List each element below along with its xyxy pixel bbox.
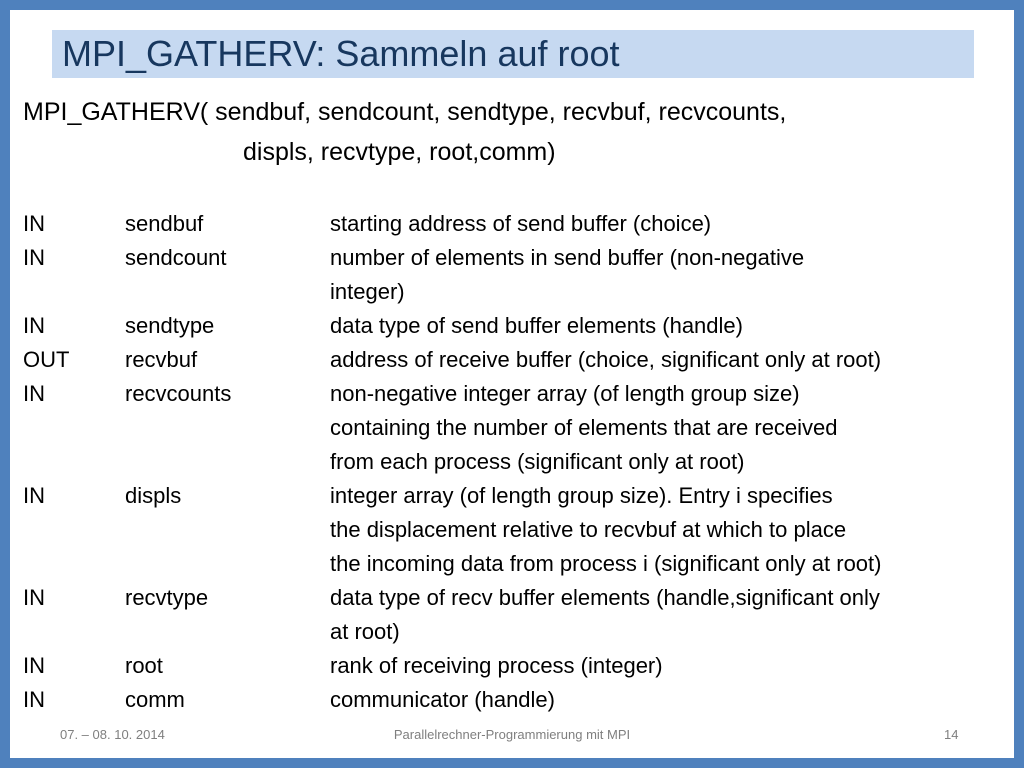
page-number: 14 xyxy=(944,727,959,742)
param-name: sendtype xyxy=(125,313,215,338)
param-description-line: communicator (handle) xyxy=(330,687,555,712)
param-description: non-negative integer array (of length gr… xyxy=(330,377,995,479)
param-description-line: the incoming data from process i (signif… xyxy=(330,551,882,576)
param-description: address of receive buffer (choice, signi… xyxy=(330,343,995,377)
param-name: recvcounts xyxy=(125,381,232,406)
param-description-line: number of elements in send buffer (non-n… xyxy=(330,245,805,270)
param-description: rank of receiving process (integer) xyxy=(330,649,995,683)
param-row: OUT recvbuf address of receive buffer (cho… xyxy=(23,343,995,377)
param-row: IN root rank of receiving process (integer… xyxy=(23,649,995,683)
param-direction: IN xyxy=(23,653,45,678)
slide-title: MPI_GATHERV: Sammeln auf root xyxy=(62,33,620,74)
param-row: IN sendbuf starting address of send buffer… xyxy=(23,207,995,241)
param-description: data type of send buffer elements (handl… xyxy=(330,309,995,343)
param-description: data type of recv buffer elements (handl… xyxy=(330,581,995,649)
parameter-list: IN sendbuf starting address of send buffer… xyxy=(23,207,995,717)
param-row: IN recvcounts non-negative integer array (… xyxy=(23,377,995,479)
param-description-line: integer) xyxy=(330,279,405,304)
param-description: integer array (of length group size). En… xyxy=(330,479,995,581)
signature-line-1: MPI_GATHERV( sendbuf, sendcount, sendtyp… xyxy=(23,98,787,126)
title-bar: MPI_GATHERV: Sammeln auf root xyxy=(52,30,974,78)
param-description-line: containing the number of elements that a… xyxy=(330,415,838,440)
param-direction: IN xyxy=(23,585,45,610)
param-direction: IN xyxy=(23,483,45,508)
param-description-line: from each process (significant only at r… xyxy=(330,449,745,474)
param-name: comm xyxy=(125,687,185,712)
param-description: communicator (handle) xyxy=(330,683,995,717)
param-row: IN sendcount number of elements in send bu… xyxy=(23,241,995,309)
param-direction: IN xyxy=(23,245,45,270)
param-description-line: at root) xyxy=(330,619,400,644)
param-row: IN comm communicator (handle) xyxy=(23,683,995,717)
param-name: displs xyxy=(125,483,182,508)
param-direction: IN xyxy=(23,211,45,236)
param-name: recvbuf xyxy=(125,347,198,372)
param-description-line: non-negative integer array (of length gr… xyxy=(330,381,800,406)
param-name: recvtype xyxy=(125,585,209,610)
param-description-line: address of receive buffer (choice, signi… xyxy=(330,347,882,372)
param-description-line: data type of send buffer elements (handl… xyxy=(330,313,743,338)
param-description: number of elements in send buffer (non-n… xyxy=(330,241,995,309)
param-row: IN displs integer array (of length group s… xyxy=(23,479,995,581)
param-name: root xyxy=(125,653,163,678)
param-row: IN recvtype data type of recv buffer eleme… xyxy=(23,581,995,649)
param-name: sendbuf xyxy=(125,211,204,236)
param-description: starting address of send buffer (choice) xyxy=(330,207,995,241)
function-signature: MPI_GATHERV( sendbuf, sendcount, sendtyp… xyxy=(23,92,786,172)
footer: 07. – 08. 10. 2014 Parallelrechner-Progr… xyxy=(10,723,1014,747)
param-name: sendcount xyxy=(125,245,227,270)
slide: MPI_GATHERV: Sammeln auf root MPI_GATHER… xyxy=(10,10,1014,758)
param-direction: IN xyxy=(23,381,45,406)
param-description-line: data type of recv buffer elements (handl… xyxy=(330,585,880,610)
param-description-line: starting address of send buffer (choice) xyxy=(330,211,712,236)
footer-date: 07. – 08. 10. 2014 xyxy=(60,727,165,742)
param-direction: OUT xyxy=(23,347,70,372)
signature-line-2: displs, recvtype, root,comm) xyxy=(243,138,556,166)
param-direction: IN xyxy=(23,313,45,338)
footer-title: Parallelrechner-Programmierung mit MPI xyxy=(393,727,631,742)
param-description-line: the displacement relative to recvbuf at … xyxy=(330,517,847,542)
param-direction: IN xyxy=(23,687,45,712)
param-description-line: integer array (of length group size). En… xyxy=(330,483,833,508)
param-description-line: rank of receiving process (integer) xyxy=(330,653,663,678)
param-row: IN sendtype data type of send buffer eleme… xyxy=(23,309,995,343)
